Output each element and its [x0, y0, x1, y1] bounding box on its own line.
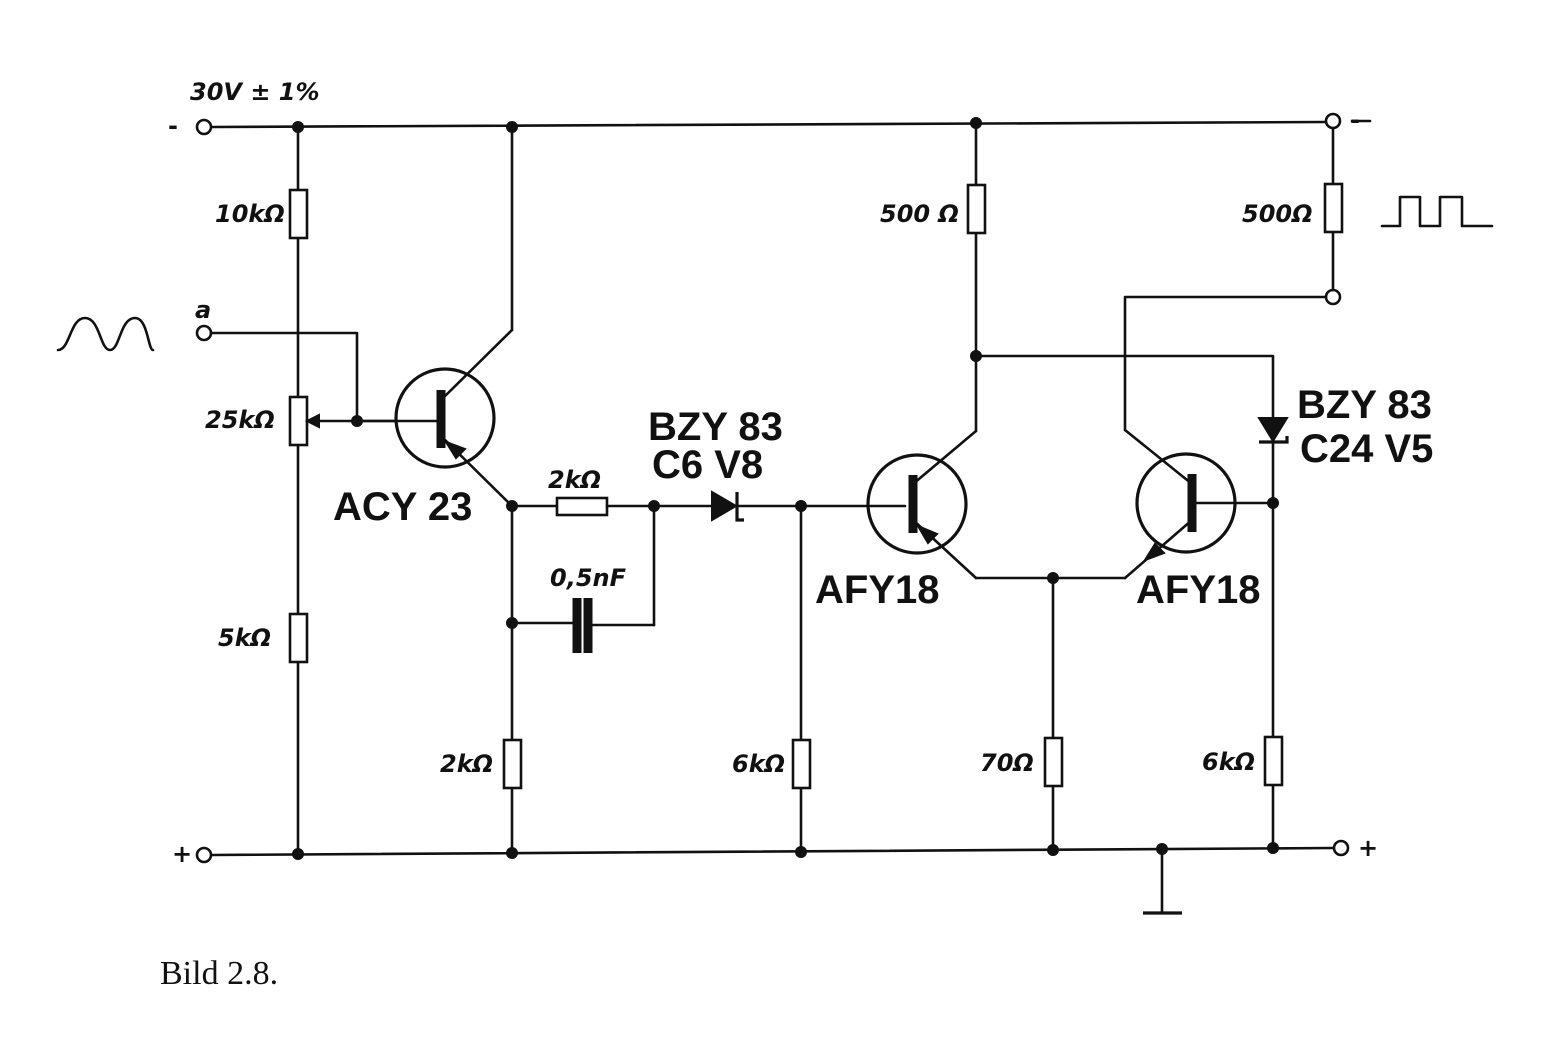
- resistor-500-c2: [1323, 182, 1344, 234]
- transistor-t2: [866, 429, 978, 580]
- resistor-2k-series-label: 2kΩ: [548, 466, 601, 494]
- supply-plus-sign: +: [172, 840, 192, 868]
- resistor-500-c1-label: 500 Ω: [880, 200, 959, 228]
- input-waveform: [56, 316, 155, 352]
- resistor-6k-mid: [791, 738, 812, 790]
- junction-dots: [292, 117, 1279, 860]
- resistor-500-c2-label: 500Ω: [1242, 200, 1313, 228]
- resistor-10k: [288, 188, 309, 240]
- transistor-t2-label: AFY18: [815, 568, 940, 612]
- output-minus-sign: -: [1350, 106, 1360, 134]
- resistor-70: [1043, 736, 1064, 788]
- potentiometer-25k: [288, 395, 309, 447]
- transistor-t1-label: ACY 23: [333, 485, 472, 529]
- resistor-2k-emitter: [502, 738, 523, 790]
- potentiometer-25k-label: 25kΩ: [205, 406, 275, 434]
- resistor-2k-emitter-label: 2kΩ: [440, 750, 493, 778]
- zener-d1-label-line1: BZY 83: [648, 405, 783, 449]
- resistor-10k-label: 10kΩ: [215, 200, 285, 228]
- transistor-t1: [394, 328, 514, 508]
- ground-symbol: [1143, 848, 1182, 915]
- zener-diode-d1: [711, 490, 744, 522]
- transistor-t3-label: AFY18: [1136, 568, 1261, 612]
- capacitor-c1: [572, 598, 593, 653]
- input-terminal-label: a: [195, 296, 211, 324]
- figure-caption: Bild 2.8.: [160, 955, 278, 992]
- resistor-5k: [288, 612, 309, 664]
- top-rail: [210, 119, 1372, 129]
- resistor-500-c1: [966, 183, 987, 235]
- output-plus-terminal: [1332, 839, 1350, 857]
- output-minus-terminal: [1324, 112, 1342, 130]
- output-waveform: [1380, 195, 1494, 228]
- resistor-6k-right: [1263, 735, 1284, 787]
- zener-d2-label-line2: C24 V5: [1300, 427, 1433, 471]
- zener-d1-label-line2: C6 V8: [652, 443, 763, 487]
- supply-voltage-label: 30V ± 1%: [190, 78, 320, 106]
- wiper-arrow: [304, 413, 320, 429]
- output-plus-sign: +: [1358, 834, 1378, 862]
- resistor-6k-right-label: 6kΩ: [1202, 748, 1255, 776]
- zener-d2-label-line1: BZY 83: [1297, 383, 1432, 427]
- zener-diode-d2: [1257, 417, 1289, 444]
- resistor-2k-series: [555, 496, 609, 517]
- resistor-70-label: 70Ω: [980, 749, 1034, 777]
- capacitor-c1-label: 0,5nF: [550, 564, 627, 592]
- resistor-6k-mid-label: 6kΩ: [732, 750, 785, 778]
- input-terminal: [195, 324, 213, 342]
- supply-plus-terminal: [195, 846, 213, 864]
- output-terminal: [1324, 288, 1342, 306]
- bottom-rail: [210, 846, 1335, 857]
- supply-minus-sign: -: [168, 112, 178, 140]
- supply-minus-terminal: [195, 118, 213, 136]
- resistor-5k-label: 5kΩ: [218, 624, 271, 652]
